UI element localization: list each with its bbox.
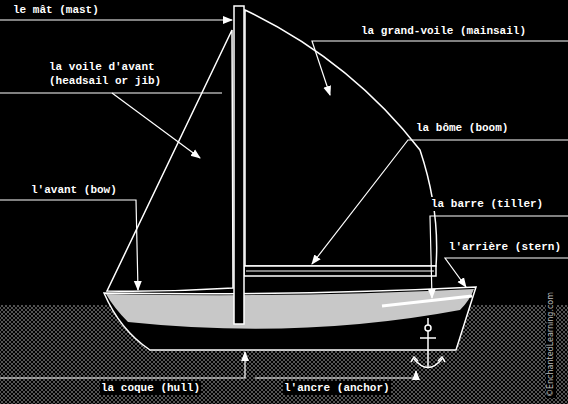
leader-line [0,200,138,290]
leader-line [255,371,416,378]
leader-line [112,93,200,158]
leader-line [445,258,568,287]
part-label: le mât (mast) [12,3,100,17]
mast-spar [234,6,244,324]
leader-line [430,216,568,298]
part-label: l'ancre (anchor) [283,381,391,395]
part-label: la bôme (boom) [415,121,509,135]
leader-line [0,352,245,378]
hull-shape [104,287,476,350]
boom-detail [246,271,434,272]
leader-line [0,92,222,93]
watermark: ©EnchantedLearning.com [546,291,556,398]
part-label: l'avant (bow) [30,183,118,197]
boom-spar [244,266,436,276]
part-label: la coque (hull) [100,381,201,395]
part-label: la grand-voile (mainsail) [360,24,527,38]
part-label: la voile d'avant (headsail or jib) [48,60,178,88]
part-label: l'arrière (stern) [448,240,562,254]
anchor-symbol [411,325,445,368]
leader-line [0,19,232,20]
leader-line [312,140,568,264]
leader-line [312,41,568,95]
anchor-rope [427,318,429,325]
part-label: la barre (tiller) [430,197,544,211]
leader-lines [0,20,568,378]
tiller-bar [382,296,472,306]
deck-shape [106,289,474,329]
